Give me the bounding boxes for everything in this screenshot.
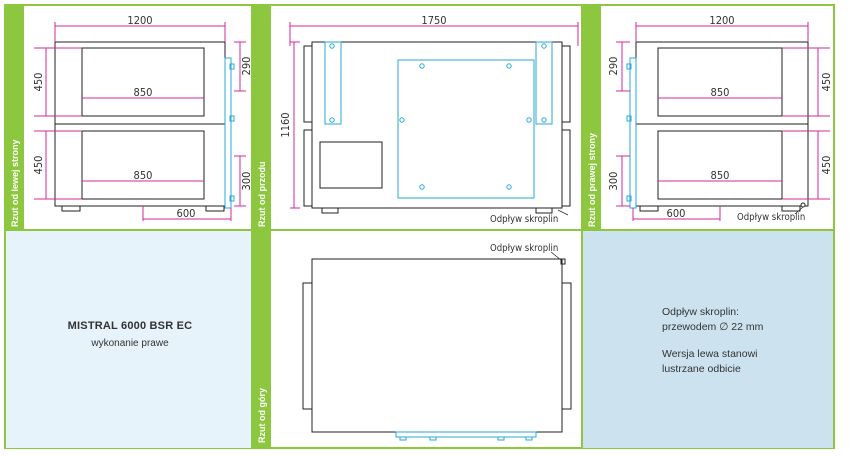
- dim-left-600: 600: [177, 207, 196, 220]
- info-panel-right: [582, 230, 833, 448]
- dim-left-290: 290: [240, 57, 253, 76]
- top-drain-label: Odpływ skroplin: [490, 243, 558, 254]
- top-view-label: Rzut od góry: [257, 388, 267, 443]
- info-panel-left: [6, 230, 252, 448]
- dim-right-upper-850: 850: [711, 86, 730, 99]
- right-side-view: 1200 850 850 450 450 290 300 600 Odpływ …: [607, 14, 833, 223]
- product-title: MISTRAL 6000 BSR EC: [67, 320, 193, 332]
- drain-note-line-1: Odpływ skroplin:: [662, 306, 740, 318]
- dim-right-600: 600: [667, 207, 686, 220]
- grid-lines: [5, 5, 834, 448]
- label-strip-top: [253, 231, 271, 447]
- dim-left-width-1200: 1200: [127, 14, 152, 27]
- dim-right-lower-850: 850: [711, 169, 730, 182]
- dim-front-width-1750: 1750: [421, 14, 446, 27]
- drain-note: Odpływ skroplin: przewodem ∅ 22 mm Wersj…: [662, 305, 763, 377]
- dim-front-height-1160: 1160: [279, 112, 292, 137]
- dim-right-290: 290: [607, 57, 620, 76]
- right-drain-label: Odpływ skroplin: [737, 212, 805, 223]
- dim-right-300: 300: [607, 172, 620, 191]
- front-drain-label: Odpływ skroplin: [490, 214, 558, 225]
- product-info: MISTRAL 6000 BSR EC wykonanie prawe: [40, 320, 220, 349]
- drain-note-line-2: przewodem ∅ 22 mm: [662, 321, 764, 333]
- mirror-note-line-1: Wersja lewa stanowi: [662, 348, 758, 360]
- top-view: Odpływ skroplin: [302, 243, 572, 441]
- left-side-view: 1200 850 850 450 450 290 300 600: [32, 14, 253, 221]
- label-strip-right: [583, 6, 601, 229]
- front-view-label: Rzut od przodu: [257, 162, 267, 227]
- dim-right-lower-450: 450: [820, 156, 833, 175]
- dim-left-lower-850: 850: [134, 169, 153, 182]
- dim-right-width-1200: 1200: [709, 14, 734, 27]
- label-strip-front: [253, 6, 271, 229]
- product-variant: wykonanie prawe: [91, 338, 169, 349]
- mirror-note-line-2: lustrzane odbicie: [662, 363, 741, 375]
- dim-left-lower-450: 450: [32, 156, 45, 175]
- dim-left-upper-850: 850: [134, 86, 153, 99]
- right-side-view-label: Rzut od prawej strony: [587, 133, 597, 227]
- dim-left-300: 300: [240, 172, 253, 191]
- label-strip-left: [6, 6, 24, 229]
- left-side-view-label: Rzut od lewej strony: [10, 139, 20, 227]
- dim-left-upper-450: 450: [32, 73, 45, 92]
- front-view: 1750 1160 Odpływ skroplin: [279, 14, 579, 225]
- drawing-frame: [4, 4, 835, 449]
- dim-right-upper-450: 450: [820, 73, 833, 92]
